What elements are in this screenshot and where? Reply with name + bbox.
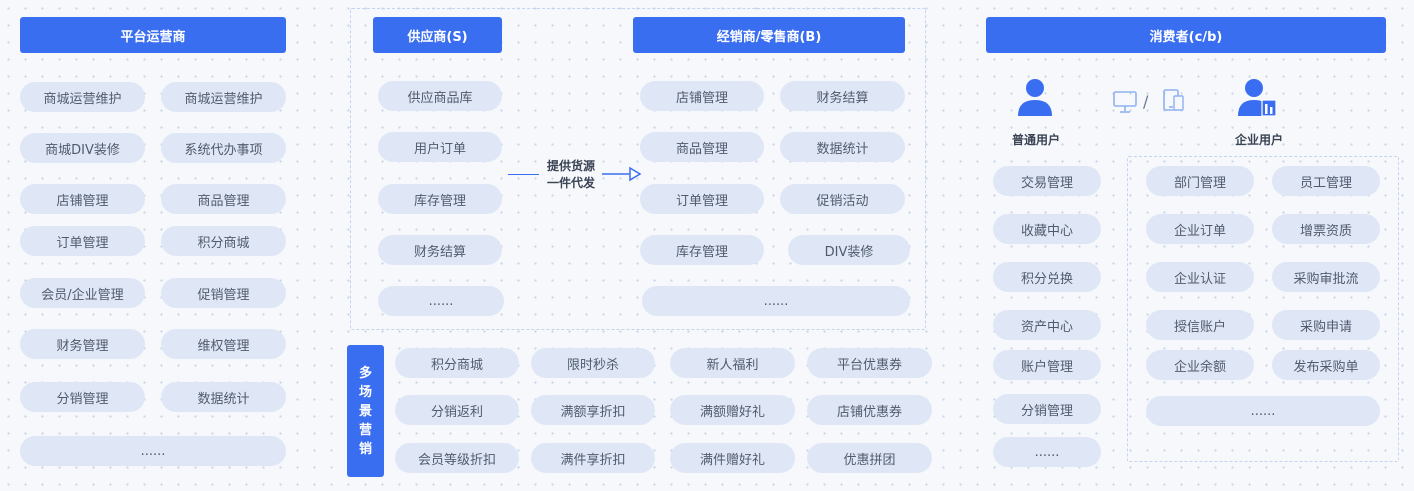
marketing-label-char: 销 [358,441,372,457]
enterprise-user-item: 发布采购单 [1272,350,1380,380]
arrow-right-icon [602,166,642,182]
supply-link-line1: 提供货源 [546,159,595,173]
marketing-item: 店铺优惠券 [807,395,932,425]
dealer-item: 财务结算 [780,81,905,111]
enterprise-user-item: 企业认证 [1146,262,1254,292]
user-icon [1018,79,1052,116]
platform-item: 促销管理 [161,278,286,308]
enterprise-user-item: 增票资质 [1272,214,1380,244]
marketing-label-char: 景 [358,403,372,419]
normal-user-item: 资产中心 [993,310,1101,340]
supply-link-line2: 一件代发 [546,176,595,190]
device-separator: / [1143,92,1149,111]
platform-item: 商城运营维护 [161,82,286,112]
marketing-item: 平台优惠券 [807,348,932,378]
platform-item: 会员/企业管理 [20,278,145,308]
platform-item: 分销管理 [20,382,145,412]
normal-user-item: 交易管理 [993,166,1101,196]
consumer-header: 消费者(c/b) [986,17,1386,53]
normal-user-label: 普通用户 [1012,133,1061,147]
dealer-item: 库存管理 [640,235,764,265]
platform-item: 商品管理 [161,184,286,214]
enterprise-user-container [1127,156,1399,462]
marketing-item: 限时秒杀 [531,348,655,378]
enterprise-user-item: 员工管理 [1272,166,1380,196]
enterprise-user-item: 部门管理 [1146,166,1254,196]
dealer-more: ...... [642,286,910,316]
normal-user-item: 积分兑换 [993,262,1101,292]
supplier-more: ...... [378,286,504,316]
marketing-item: 积分商城 [395,348,519,378]
enterprise-user-item: 采购申请 [1272,310,1380,340]
enterprise-user-item: 采购审批流 [1272,262,1380,292]
supplier-item: 用户订单 [378,132,502,162]
enterprise-user-item: 授信账户 [1146,310,1254,340]
platform-item: 积分商城 [161,226,286,256]
tablet-icon [1163,89,1184,111]
platform-item: 订单管理 [20,226,145,256]
enterprise-user-item: 企业订单 [1146,214,1254,244]
platform-item: 商城运营维护 [20,82,145,112]
enterprise-user-more: ...... [1146,396,1380,426]
supply-link-left-line [508,174,539,175]
dealer-item: 订单管理 [640,184,764,214]
marketing-label-char: 营 [358,422,372,438]
marketing-item: 满件赠好礼 [670,443,795,473]
marketing-item: 满件享折扣 [531,443,655,473]
dealer-item: 促销活动 [780,184,905,214]
marketing-item: 优惠拼团 [807,443,932,473]
marketing-label-char: 场 [358,384,372,400]
normal-user-item: 分销管理 [993,394,1101,424]
platform-item: 维权管理 [161,329,286,359]
platform-item: 店铺管理 [20,184,145,214]
supplier-item: 财务结算 [378,235,502,265]
supplier-item: 供应商品库 [378,81,502,111]
platform-item: 系统代办事项 [161,133,286,163]
platform-more: ...... [20,436,286,466]
marketing-label: 多 场 景 营 销 [347,345,384,477]
enterprise-user-label: 企业用户 [1235,133,1284,147]
marketing-label-char: 多 [358,365,372,381]
platform-item: 数据统计 [161,382,286,412]
normal-user-more: ...... [993,437,1101,467]
platform-header: 平台运营商 [20,17,286,53]
dealer-item: 商品管理 [640,132,764,162]
dealer-item: 数据统计 [780,132,905,162]
supplier-item: 库存管理 [378,184,502,214]
platform-item: 商城DIV装修 [20,133,145,163]
platform-item: 财务管理 [20,329,145,359]
dealer-item: DIV装修 [788,235,910,265]
normal-user-item: 收藏中心 [993,214,1101,244]
monitor-icon [1113,91,1137,113]
supplier-header: 供应商(S) [373,17,502,53]
dealer-item: 店铺管理 [640,81,764,111]
marketing-item: 满额赠好礼 [670,395,795,425]
dealer-header: 经销商/零售商(B) [633,17,905,53]
supply-link-label: 提供货源 一件代发 [541,158,601,192]
normal-user-item: 账户管理 [993,350,1101,380]
enterprise-user-icon [1238,79,1277,117]
marketing-item: 分销返利 [395,395,519,425]
enterprise-user-item: 企业余额 [1146,350,1254,380]
marketing-item: 新人福利 [670,348,795,378]
supply-chain-container [350,8,926,330]
marketing-item: 会员等级折扣 [395,443,519,473]
marketing-item: 满额享折扣 [531,395,655,425]
